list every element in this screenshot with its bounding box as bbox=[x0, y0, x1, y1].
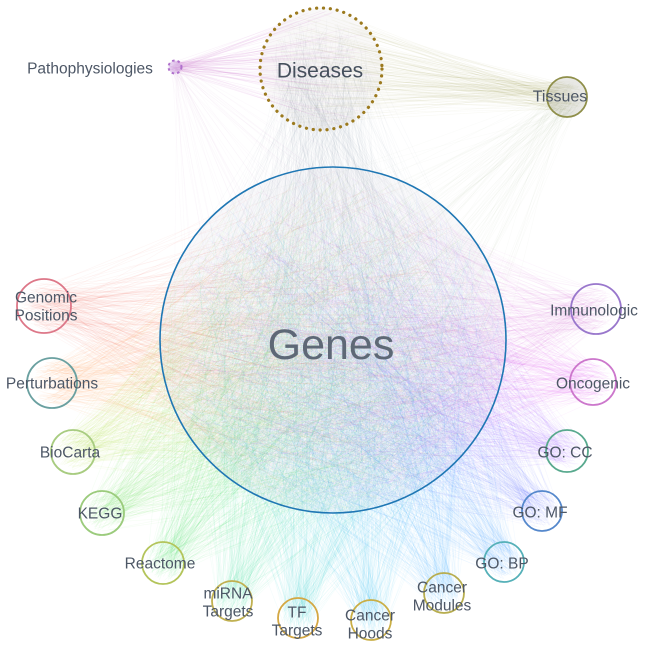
node-label-pathophysiologies: Pathophysiologies bbox=[27, 60, 153, 77]
node-circle-genes[interactable] bbox=[159, 166, 507, 514]
node-circle-mirna_targets[interactable] bbox=[211, 580, 253, 622]
node-circle-go_cc[interactable] bbox=[545, 429, 589, 473]
labels-layer: Genes Diseases PathophysiologiesTissuesGen… bbox=[6, 59, 638, 642]
node-circle-go_bp[interactable] bbox=[483, 541, 525, 583]
node-label-biocarta: BioCarta bbox=[40, 444, 101, 461]
node-circle-pathophysiologies[interactable] bbox=[167, 59, 183, 75]
node-circle-reactome[interactable] bbox=[141, 541, 185, 585]
node-mirna_targets[interactable] bbox=[211, 580, 253, 622]
node-label-go_mf: GO: MF bbox=[512, 504, 567, 521]
node-cancer_hoods[interactable] bbox=[350, 599, 392, 641]
node-go_mf[interactable] bbox=[521, 490, 563, 532]
edge-bundle-reactome-to-genes bbox=[145, 174, 495, 582]
edge-bundle-diseases-to-genes bbox=[168, 18, 493, 509]
edge-bundle-mirna_targets-to-genes bbox=[168, 178, 502, 618]
node-go_bp[interactable] bbox=[483, 541, 525, 583]
node-circle-cancer_modules[interactable] bbox=[423, 572, 465, 614]
edge-bundle-biocarta-to-genes bbox=[54, 171, 495, 508]
edge-bundle-immunologic-to-genes bbox=[170, 173, 616, 502]
node-circle-cancer_hoods[interactable] bbox=[350, 599, 392, 641]
edge-bundle-kegg-to-genes bbox=[83, 181, 493, 532]
node-label-diseases: Diseases bbox=[277, 59, 363, 82]
node-circle-biocarta[interactable] bbox=[50, 429, 96, 475]
edge-bundle-tissues-to-genes bbox=[171, 81, 585, 496]
node-oncogenic[interactable] bbox=[569, 358, 617, 406]
node-label-oncogenic: Oncogenic bbox=[556, 375, 630, 392]
edge-bundle-pathophysiologies-to-diseases bbox=[169, 10, 379, 125]
node-kegg[interactable] bbox=[79, 490, 125, 536]
node-pathophysiologies[interactable] bbox=[167, 59, 183, 75]
edges-layer bbox=[21, 10, 616, 637]
edge-bundle-cancer_modules-to-genes bbox=[172, 173, 500, 610]
node-label-perturbations: Perturbations bbox=[6, 375, 98, 392]
node-circle-oncogenic[interactable] bbox=[569, 358, 617, 406]
node-circle-tissues[interactable] bbox=[546, 76, 588, 118]
edge-bundle-go_mf-to-genes bbox=[166, 170, 559, 528]
node-label-go_cc: GO: CC bbox=[537, 444, 592, 461]
node-label-kegg: KEGG bbox=[78, 505, 123, 522]
node-cancer_modules[interactable] bbox=[423, 572, 465, 614]
node-genes[interactable] bbox=[159, 166, 507, 514]
edge-bundle-perturbations-to-genes bbox=[31, 175, 497, 501]
node-diseases[interactable] bbox=[258, 6, 384, 132]
node-circle-perturbations[interactable] bbox=[26, 357, 78, 409]
node-circle-diseases[interactable] bbox=[258, 6, 384, 132]
node-label-tissues: Tissues bbox=[533, 89, 588, 106]
node-circle-immunologic[interactable] bbox=[570, 283, 622, 335]
node-label-go_bp: GO: BP bbox=[475, 555, 528, 572]
node-immunologic[interactable] bbox=[570, 283, 622, 335]
nodes-layer bbox=[16, 6, 622, 641]
node-go_cc[interactable] bbox=[545, 429, 589, 473]
node-circle-kegg[interactable] bbox=[79, 490, 125, 536]
edge-bundle-oncogenic-to-genes bbox=[170, 180, 613, 507]
node-label-immunologic: Immunologic bbox=[550, 302, 638, 319]
node-tf_targets[interactable] bbox=[277, 597, 319, 639]
node-biocarta[interactable] bbox=[50, 429, 96, 475]
node-reactome[interactable] bbox=[141, 541, 185, 585]
node-label-genes: Genes bbox=[268, 321, 395, 369]
edge-bundle-genomic_positions-to-genes bbox=[21, 170, 500, 501]
edge-bundle-tf_targets-to-genes bbox=[172, 193, 501, 634]
node-circle-genomic_positions[interactable] bbox=[16, 278, 72, 334]
node-circle-go_mf[interactable] bbox=[521, 490, 563, 532]
node-tissues[interactable] bbox=[546, 76, 588, 118]
node-label-reactome: Reactome bbox=[125, 555, 196, 572]
edge-bundle-go_cc-to-genes bbox=[164, 189, 585, 502]
node-perturbations[interactable] bbox=[26, 357, 78, 409]
edge-bundle-cancer_hoods-to-genes bbox=[170, 172, 499, 637]
node-genomic_positions[interactable] bbox=[16, 278, 72, 334]
edge-bundle-pathophysiologies-to-genes bbox=[169, 61, 500, 493]
edge-bundle-go_bp-to-genes bbox=[169, 181, 521, 579]
node-circle-tf_targets[interactable] bbox=[277, 597, 319, 639]
